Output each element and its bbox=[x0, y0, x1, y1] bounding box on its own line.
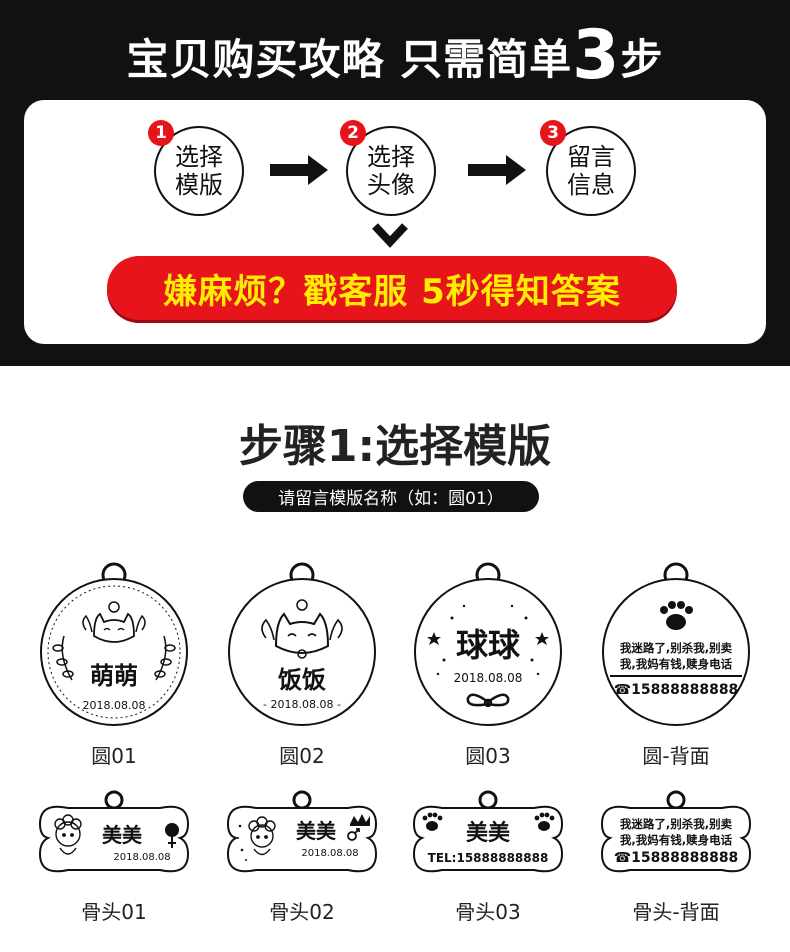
message-line-2: 我,我妈有钱,赎身电话 bbox=[620, 657, 733, 671]
step-1-badge: 1 bbox=[148, 120, 174, 146]
message-line-1: 我迷路了,别杀我,别卖 bbox=[620, 641, 733, 655]
template-bone-03[interactable]: 美美 TEL:15888888888 骨头03 bbox=[408, 790, 568, 924]
female-symbol-icon bbox=[165, 823, 179, 848]
male-symbol-icon bbox=[347, 828, 360, 841]
template-label: 圆-背面 bbox=[642, 744, 710, 768]
lucky-cat-icon bbox=[261, 599, 343, 659]
lucky-cat-icon bbox=[82, 601, 146, 643]
step-2-line2: 头像 bbox=[367, 171, 415, 199]
message-line-1: 我迷路了,别杀我,别卖 bbox=[620, 817, 733, 831]
stars-decoration-icon bbox=[427, 604, 549, 676]
date-text: 2018.08.08 bbox=[454, 671, 523, 685]
arrow-right-icon bbox=[270, 155, 328, 185]
poodle-icon bbox=[248, 816, 276, 856]
step-1-circle: 1 选择 模版 bbox=[148, 120, 244, 216]
template-bone-02[interactable]: 美美 2018.08.08 骨头02 bbox=[222, 790, 382, 924]
template-label: 圆02 bbox=[279, 744, 325, 768]
step-2-badge: 2 bbox=[340, 120, 366, 146]
contact-service-banner[interactable]: 嫌麻烦？戳客服 5秒得知答案 bbox=[107, 256, 677, 320]
step1-hint: 请留言模版名称（如：圆01） bbox=[243, 481, 539, 512]
template-round-02[interactable]: 饭饭 - 2018.08.08 - 圆02 bbox=[222, 556, 382, 776]
title-prefix: 宝贝购买攻略 只需简单 bbox=[126, 35, 573, 84]
template-label: 圆01 bbox=[91, 744, 137, 768]
paw-print-icon bbox=[534, 812, 555, 831]
bone-tag-01-graphic: 美美 2018.08.08 bbox=[38, 790, 190, 873]
template-label: 骨头01 bbox=[81, 900, 147, 924]
bone-tag-02-graphic: 美美 2018.08.08 bbox=[226, 790, 378, 873]
round-tag-01-graphic: 萌萌 2018.08.08 bbox=[40, 562, 188, 726]
date-text: 2018.08.08 bbox=[83, 699, 146, 712]
date-text: - 2018.08.08 - bbox=[263, 698, 341, 711]
arrow-right-icon bbox=[468, 155, 526, 185]
step-3-circle: 3 留言 信息 bbox=[540, 120, 636, 216]
date-text: 2018.08.08 bbox=[301, 848, 358, 859]
template-round-01[interactable]: 萌萌 2018.08.08 圆01 bbox=[34, 556, 194, 776]
bone-tag-03-graphic: 美美 TEL:15888888888 bbox=[412, 790, 564, 873]
template-bone-01[interactable]: 美美 2018.08.08 骨头01 bbox=[34, 790, 194, 924]
pet-name: 美美 bbox=[296, 819, 337, 843]
template-label: 骨头02 bbox=[269, 900, 335, 924]
crown-icon bbox=[350, 814, 370, 826]
top-banner: 宝贝购买攻略 只需简单3步 1 选择 模版 2 选择 头像 3 留言 信息 bbox=[0, 0, 790, 366]
template-label: 圆03 bbox=[465, 744, 511, 768]
chevron-down-icon bbox=[372, 223, 408, 248]
pet-name: 美美 bbox=[102, 823, 143, 847]
title-suffix: 步 bbox=[620, 35, 664, 84]
template-round-back[interactable]: 我迷路了,别杀我,别卖 我,我妈有钱,赎身电话 ☎15888888888 圆-背… bbox=[596, 556, 756, 776]
page-title: 宝贝购买攻略 只需简单3步 bbox=[0, 22, 790, 94]
paw-print-icon bbox=[660, 601, 693, 630]
template-bone-back[interactable]: 我迷路了,别杀我,别卖 我,我妈有钱,赎身电话 ☎15888888888 骨头-… bbox=[596, 790, 756, 924]
step-3-line2: 信息 bbox=[567, 171, 615, 199]
step-1-line2: 模版 bbox=[175, 171, 223, 199]
step1-heading: 步骤1:选择模版 bbox=[238, 421, 552, 472]
paw-print-icon bbox=[422, 812, 443, 831]
phone-number: ☎15888888888 bbox=[614, 682, 739, 698]
step-2-line1: 选择 bbox=[367, 143, 415, 171]
round-tag-back-graphic: 我迷路了,别杀我,别卖 我,我妈有钱,赎身电话 ☎15888888888 bbox=[602, 562, 750, 726]
pet-name: 球球 bbox=[456, 626, 521, 664]
pet-name: 饭饭 bbox=[278, 666, 326, 694]
step-2-circle: 2 选择 头像 bbox=[340, 120, 436, 216]
laurel-left-icon bbox=[52, 635, 74, 681]
template-round-03[interactable]: 球球 2018.08.08 圆03 bbox=[408, 556, 568, 776]
pet-name: 美美 bbox=[466, 820, 511, 846]
message-line-2: 我,我妈有钱,赎身电话 bbox=[620, 833, 733, 847]
step-3-badge: 3 bbox=[540, 120, 566, 146]
step-3-line1: 留言 bbox=[567, 143, 615, 171]
template-label: 骨头03 bbox=[455, 900, 521, 924]
round-tag-03-graphic: 球球 2018.08.08 bbox=[414, 562, 562, 726]
template-label: 骨头-背面 bbox=[632, 900, 720, 924]
round-tag-02-graphic: 饭饭 - 2018.08.08 - bbox=[228, 562, 376, 726]
title-number: 3 bbox=[572, 16, 621, 95]
sparkle-dots-icon bbox=[237, 824, 247, 861]
pet-name: 萌萌 bbox=[90, 662, 138, 690]
date-text: 2018.08.08 bbox=[113, 852, 170, 863]
bone-tag-back-graphic: 我迷路了,别杀我,别卖 我,我妈有钱,赎身电话 ☎15888888888 bbox=[600, 790, 752, 873]
phone-number: TEL:15888888888 bbox=[428, 851, 549, 865]
poodle-icon bbox=[54, 814, 82, 855]
steps-panel: 1 选择 模版 2 选择 头像 3 留言 信息 嫌麻烦？戳客服 5秒得知答案 bbox=[24, 100, 766, 344]
phone-number: ☎15888888888 bbox=[614, 850, 739, 866]
laurel-right-icon bbox=[154, 635, 176, 681]
step-1-line1: 选择 bbox=[175, 143, 223, 171]
bow-tie-icon bbox=[466, 693, 510, 708]
